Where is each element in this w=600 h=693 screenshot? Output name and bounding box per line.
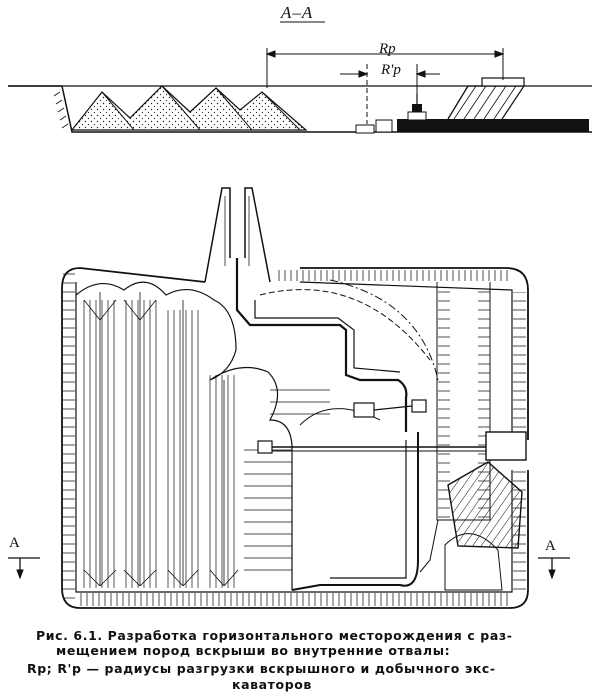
- section-title: А–А: [281, 3, 314, 22]
- caption-line-1: Рис. 6.1. Разработка горизонтального мес…: [36, 628, 513, 643]
- mining-radius-label: R'р: [381, 62, 401, 78]
- stripping-radius-label: Rр: [379, 41, 396, 57]
- section-cut-right-label: A: [545, 538, 556, 554]
- caption-line-4: каваторов: [232, 677, 312, 692]
- section-cut-left-label: A: [9, 535, 20, 551]
- caption-line-2: мещением пород вскрыши во внутренние отв…: [56, 643, 451, 658]
- caption-line-3: Rр; R'р — радиусы разгрузки вскрышного и…: [27, 661, 496, 676]
- plan-view: [8, 187, 570, 609]
- section-a-a: [8, 21, 592, 134]
